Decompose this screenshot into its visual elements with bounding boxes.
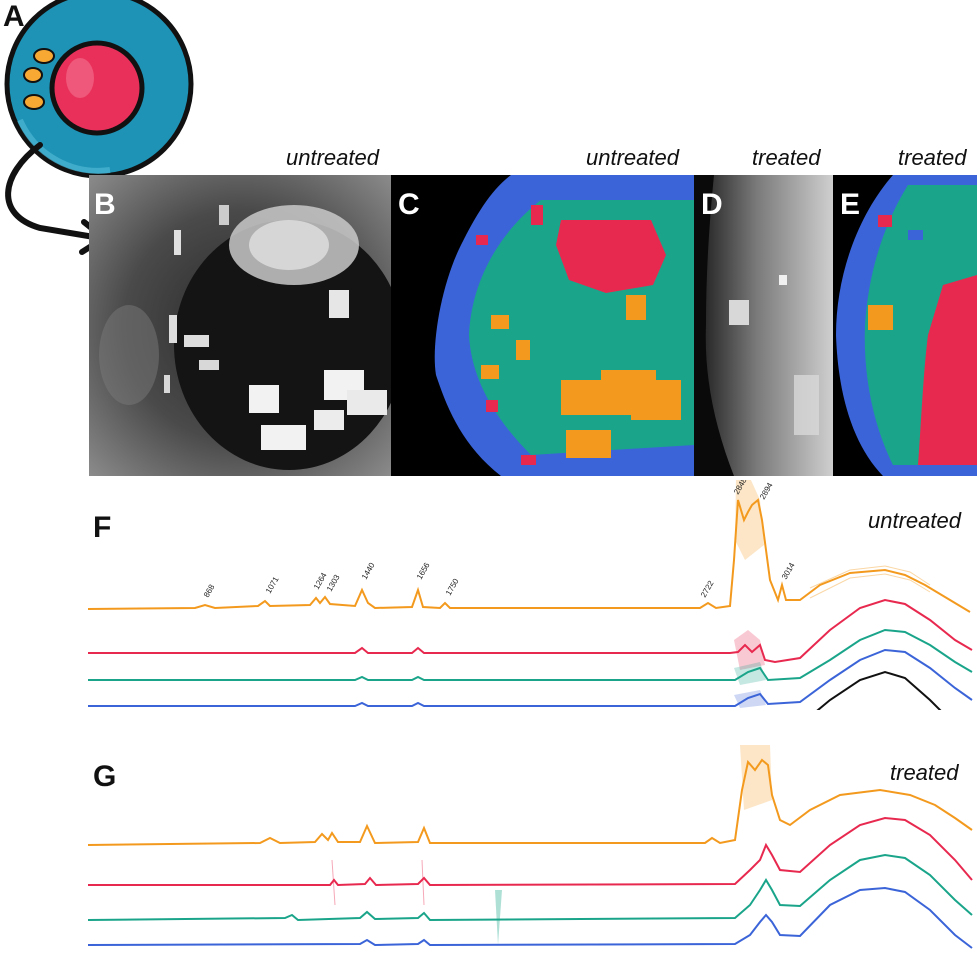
organelle-2 (23, 67, 43, 83)
image-e-cluster-map (833, 175, 977, 476)
spectrum-g-red (88, 816, 973, 887)
spectrum-f-blue-band (734, 690, 766, 708)
panel-label-c: C (398, 188, 420, 221)
image-d-grayscale (694, 175, 833, 476)
spectra-g (87, 745, 973, 949)
peak-label: 1440 (360, 561, 377, 581)
panel-label-g: G (93, 760, 117, 793)
nucleus-highlight (66, 58, 94, 98)
cell-highlight (17, 118, 111, 174)
panel-label-d: D (701, 188, 723, 221)
panel-label-b: B (94, 188, 116, 221)
peak-label: 1750 (444, 577, 461, 597)
arrow-icon (5, 142, 103, 241)
image-b-grayscale (89, 175, 391, 476)
condition-label-b: untreated (286, 145, 379, 170)
spectrum-g-orange (87, 758, 973, 846)
peak-label: 1071 (264, 575, 281, 595)
spectrum-f-orange (87, 498, 971, 613)
peak-label: 868 (202, 582, 217, 599)
spectrum-f-blue (88, 648, 973, 707)
condition-label-e: treated (898, 145, 967, 170)
panel-label-f: F (93, 511, 112, 544)
image-c-cluster-map (391, 175, 694, 476)
spectrum-f-teal (88, 628, 973, 682)
organelle-1 (33, 48, 55, 64)
panel-label-e: E (840, 188, 861, 221)
spectrum-f-red (88, 598, 973, 664)
spectrum-g-blue (87, 886, 973, 949)
cell-illustration (4, 0, 194, 255)
condition-label-f: untreated (868, 508, 961, 533)
condition-label-c: untreated (586, 145, 679, 170)
nucleus (49, 40, 145, 136)
organelle-3 (23, 94, 45, 110)
peak-label: 2894 (758, 481, 775, 501)
condition-label-d: treated (752, 145, 821, 170)
panel-label-a: A (3, 0, 25, 33)
spectra-f: 868 1071 1264 1303 1440 1656 1750 2722 2… (87, 480, 973, 710)
peak-label: 3014 (780, 561, 797, 581)
spectrum-f-black (816, 670, 942, 710)
condition-label-g: treated (890, 760, 959, 785)
spectrum-g-teal (87, 853, 973, 922)
peak-label: 1656 (415, 561, 432, 581)
peak-label: 2722 (699, 579, 716, 599)
